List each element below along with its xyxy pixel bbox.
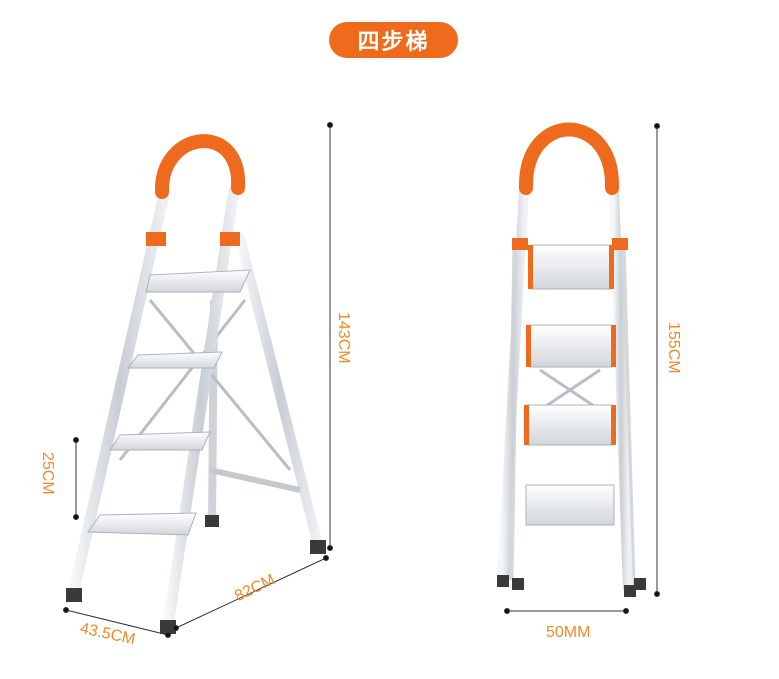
- left-step-3: [109, 431, 211, 451]
- left-foot-front-left: [66, 588, 82, 602]
- right-foot-1: [497, 575, 509, 587]
- title-text: 四步梯: [357, 29, 430, 54]
- left-step-2: [126, 351, 223, 369]
- left-ladder-view: [66, 134, 326, 634]
- left-handle: [154, 134, 246, 199]
- left-rear-bar: [209, 467, 301, 493]
- left-foot-front-right: [160, 620, 176, 634]
- left-rear-leg-right: [235, 233, 323, 550]
- right-step-1: [531, 244, 611, 290]
- right-front-rail-right: [609, 189, 633, 591]
- right-foot-3: [624, 585, 636, 597]
- left-front-rail-left: [68, 189, 170, 596]
- right-hinge-left: [512, 238, 528, 250]
- right-front-rail-left: [497, 189, 529, 581]
- right-handle: [518, 122, 620, 195]
- right-hinge-right: [612, 238, 628, 250]
- right-dimension-lines: [504, 123, 660, 614]
- right-foot-4: [634, 578, 646, 590]
- left-foot-rear: [310, 540, 326, 554]
- right-ladder-view: [497, 122, 646, 597]
- title-badge: 四步梯: [329, 22, 458, 58]
- left-dimension-lines: [63, 122, 333, 638]
- right-step-2: [529, 324, 613, 368]
- left-foot-rear-inner: [205, 515, 219, 527]
- width-label-right: 50MM: [546, 624, 591, 641]
- left-hinge-right: [220, 232, 240, 246]
- left-hinge-left: [146, 232, 166, 246]
- height-label-right: 155CM: [665, 322, 682, 374]
- left-cross-brace-a: [148, 299, 292, 471]
- left-front-rail-right: [162, 184, 240, 631]
- right-foot-2: [512, 578, 524, 590]
- right-step-4: [525, 484, 615, 526]
- left-cross-brace-b: [118, 299, 247, 461]
- height-label-left: 143CM: [335, 312, 352, 364]
- right-step-3: [527, 404, 613, 446]
- step-gap-label: 25CM: [39, 452, 56, 495]
- left-step-1: [145, 269, 251, 293]
- left-step-4: [87, 512, 197, 536]
